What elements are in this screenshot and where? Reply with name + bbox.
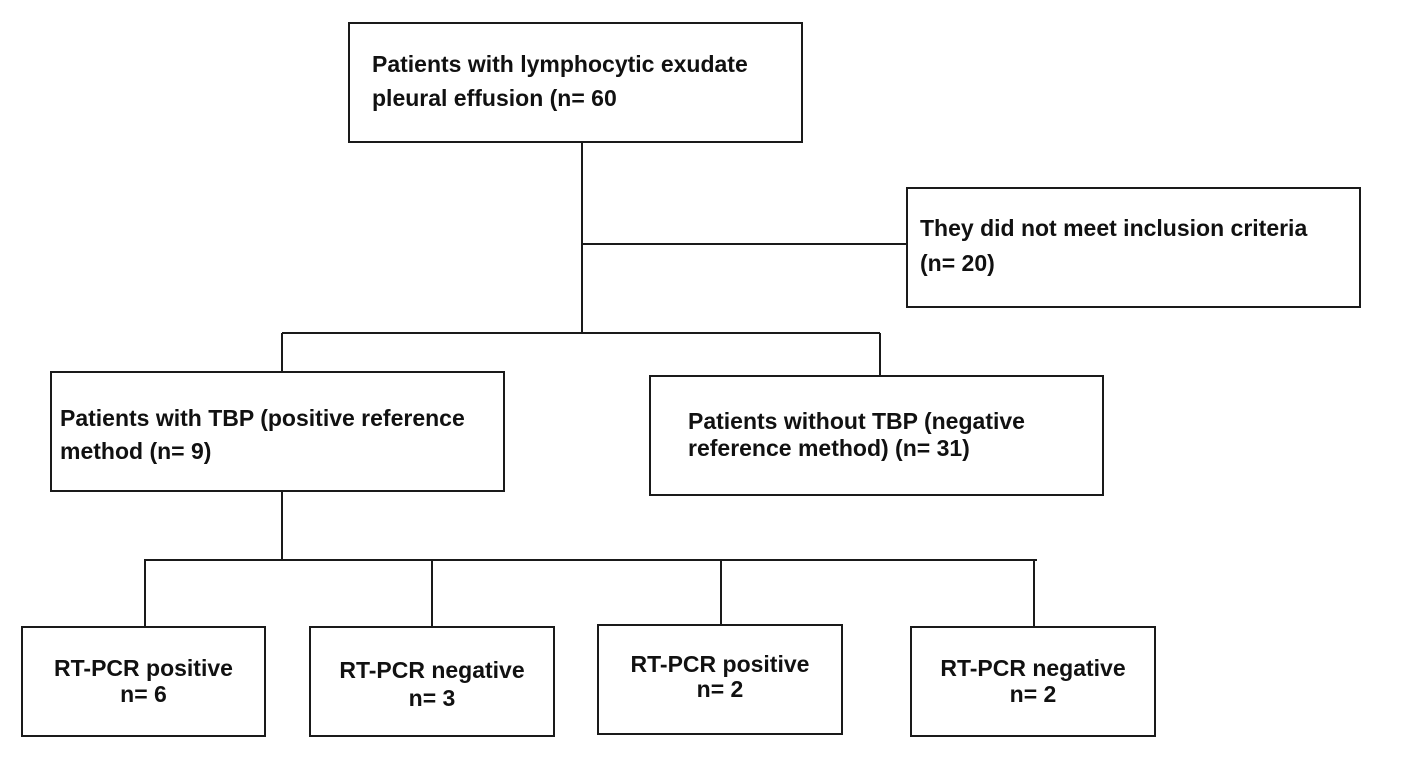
result-2-label: RT-PCR negative [339, 657, 525, 683]
tbp-negative-line-2: reference method) (n= 31) [688, 435, 970, 461]
excluded-line-1: They did not meet inclusion criteria [920, 215, 1308, 241]
result-1-label: RT-PCR positive [54, 655, 233, 681]
result-4-label: RT-PCR negative [940, 655, 1126, 681]
result-box-2 [309, 626, 555, 737]
tbp-positive-box [50, 371, 505, 492]
tbp-positive-line-2: method (n= 9) [60, 438, 212, 464]
result-box-3 [597, 624, 843, 735]
result-box-1 [21, 626, 266, 737]
result-3-count: n= 2 [696, 676, 744, 702]
excluded-line-2: (n= 20) [920, 250, 995, 276]
tbp-positive-line-1: Patients with TBP (positive reference [60, 405, 465, 431]
tbp-negative-box [649, 375, 1104, 496]
excluded-box [906, 187, 1361, 308]
root-box [348, 22, 803, 143]
tbp-negative-line-1: Patients without TBP (negative [688, 408, 1025, 434]
result-box-4 [910, 626, 1156, 737]
result-3-label: RT-PCR positive [630, 651, 810, 677]
result-2-count: n= 3 [408, 685, 456, 711]
result-1-count: n= 6 [120, 681, 167, 707]
result-4-count: n= 2 [1009, 681, 1057, 707]
root-line-1: Patients with lymphocytic exudate [372, 51, 748, 77]
root-line-2: pleural effusion (n= 60 [372, 85, 617, 111]
